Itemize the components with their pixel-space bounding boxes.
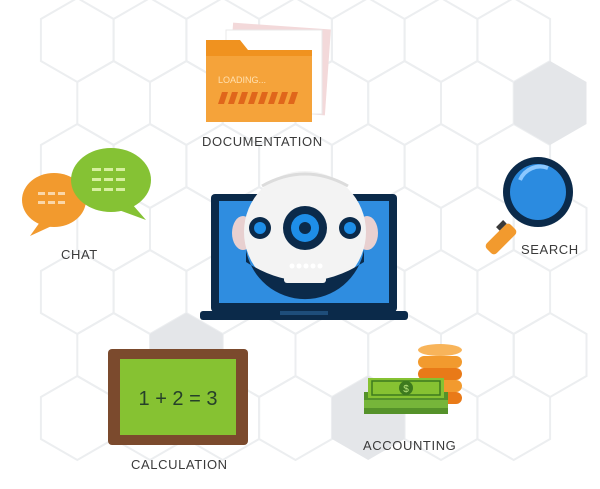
hex-cell bbox=[403, 248, 479, 336]
hex-cell bbox=[440, 59, 515, 147]
hex-cell bbox=[403, 0, 479, 84]
laptop-robot-icon bbox=[200, 171, 408, 320]
folder-loading-text: LOADING... bbox=[218, 75, 266, 85]
money-stack-icon: $ bbox=[364, 344, 462, 414]
dollar-symbol: $ bbox=[403, 384, 409, 395]
magnifier-icon bbox=[485, 157, 573, 255]
chalkboard-icon: 1 + 2 = 3 bbox=[108, 349, 248, 445]
hex-cell bbox=[476, 374, 552, 462]
hex-cell bbox=[403, 122, 479, 210]
hex-cell bbox=[512, 311, 588, 399]
hex-cell bbox=[112, 0, 188, 84]
hex-cell bbox=[76, 59, 151, 147]
hex-cell bbox=[330, 0, 406, 84]
label-accounting: ACCOUNTING bbox=[363, 438, 457, 453]
hex-cell bbox=[39, 374, 115, 462]
hex-cell bbox=[39, 0, 115, 84]
hex-cell bbox=[476, 248, 552, 336]
hex-cell bbox=[367, 59, 442, 147]
folder-icon: LOADING... bbox=[206, 22, 331, 122]
label-chat: CHAT bbox=[61, 247, 98, 262]
hex-cell bbox=[39, 248, 115, 336]
chat-bubbles-icon bbox=[22, 148, 151, 236]
calculation-equation: 1 + 2 = 3 bbox=[139, 388, 218, 410]
label-search: SEARCH bbox=[521, 242, 579, 257]
hex-cell bbox=[513, 61, 587, 145]
label-documentation: DOCUMENTATION bbox=[202, 134, 323, 149]
label-calculation: CALCULATION bbox=[131, 457, 228, 472]
hex-cell bbox=[258, 374, 333, 462]
